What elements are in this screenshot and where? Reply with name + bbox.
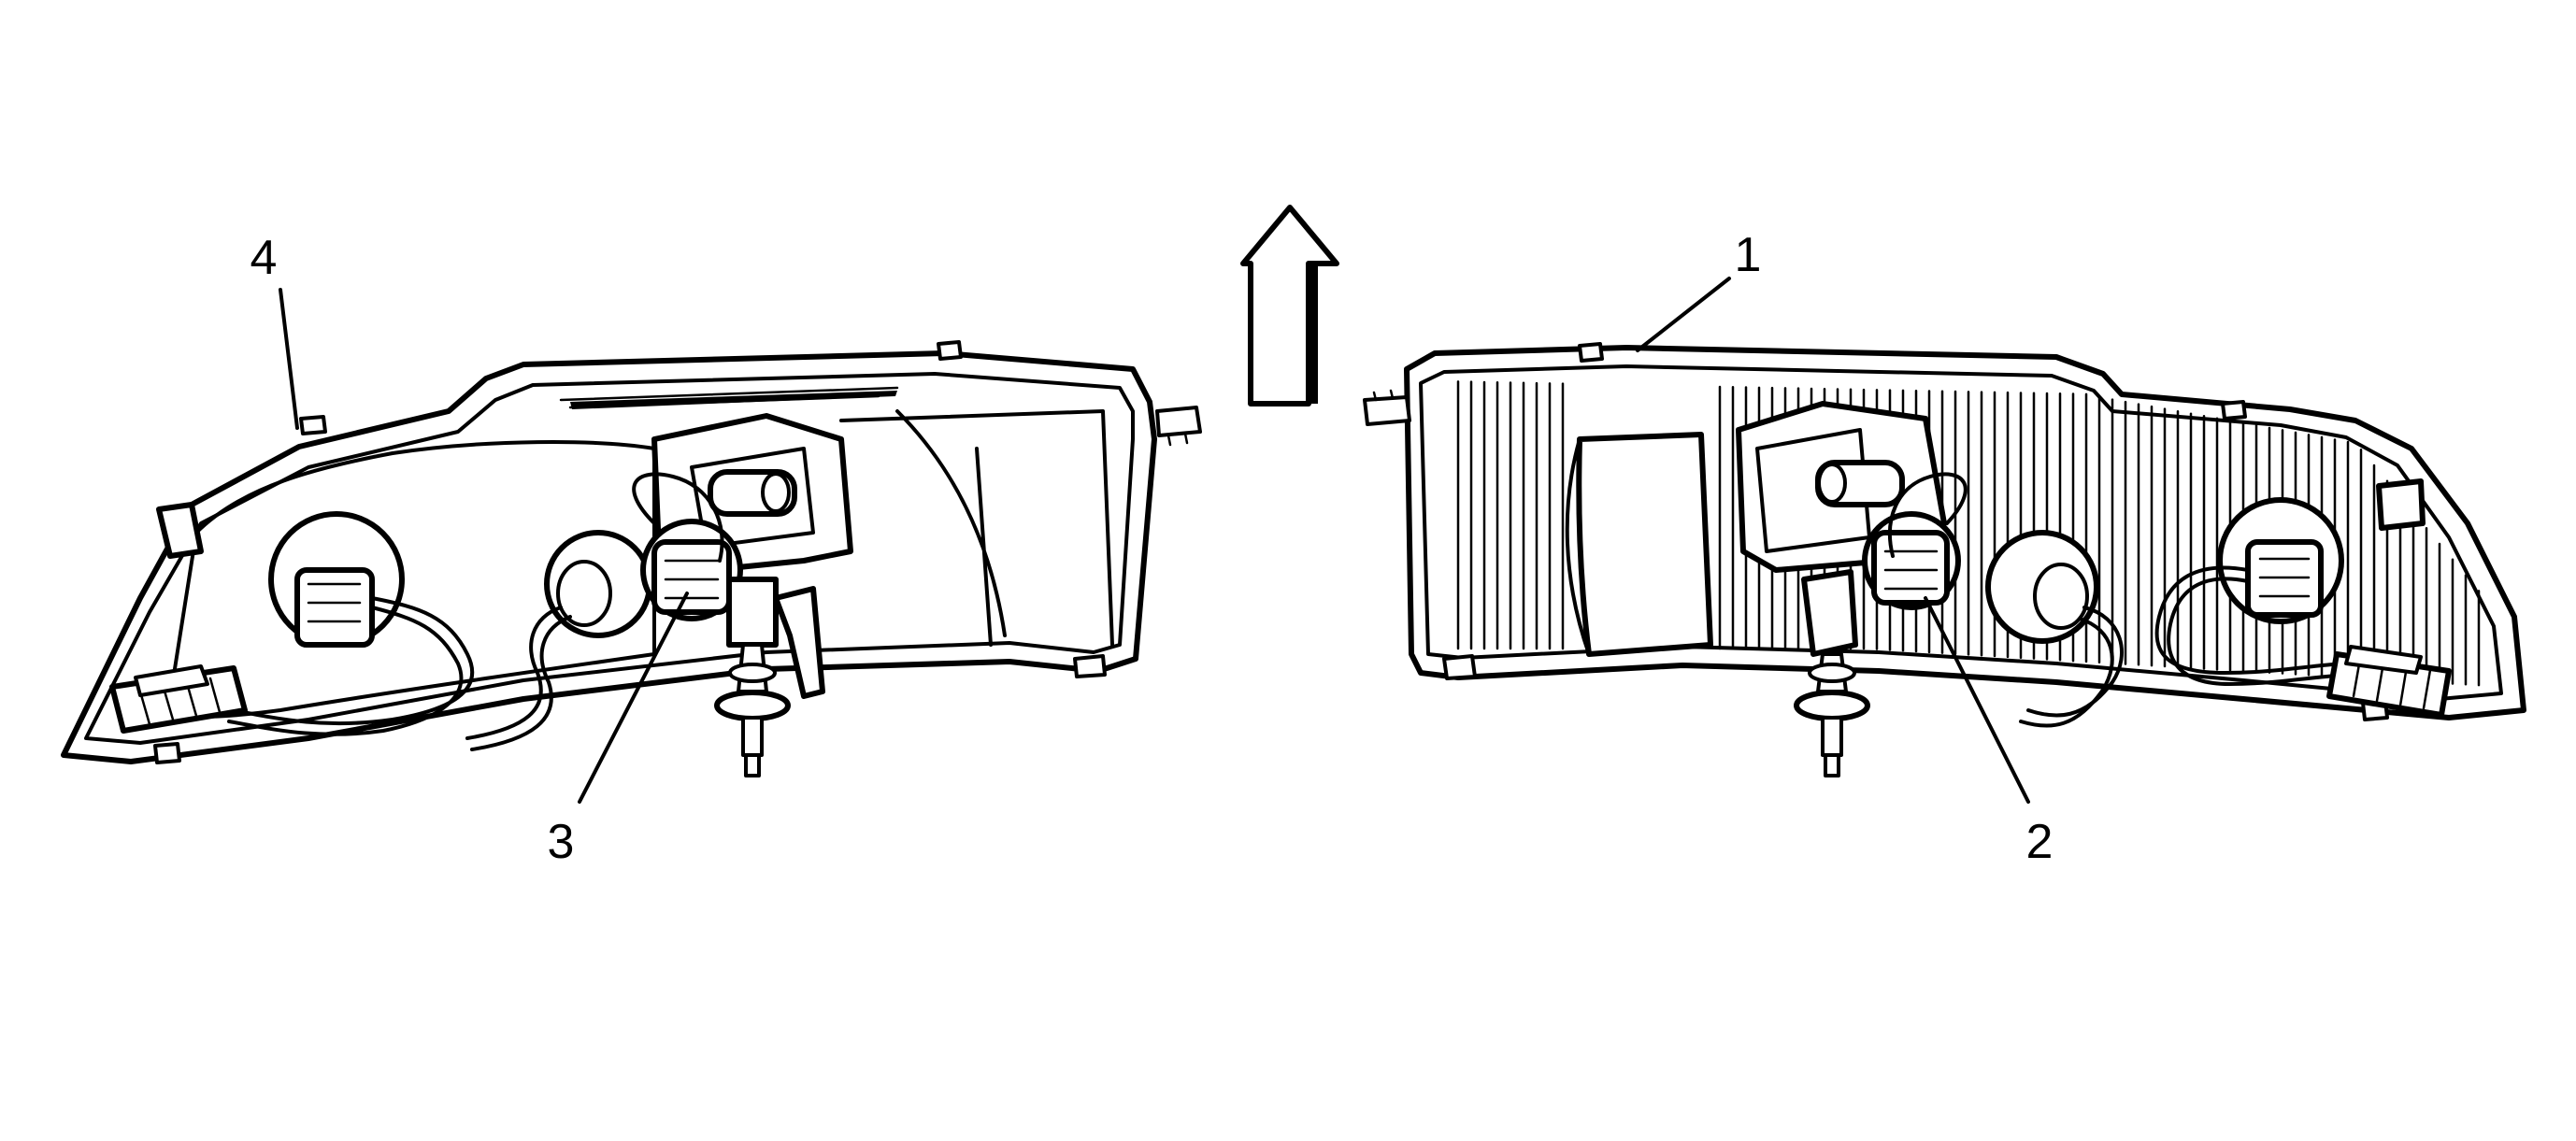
left-side-connector-pins <box>1166 432 1189 447</box>
left-mount-tab <box>156 502 204 559</box>
callout-3-label: 3 <box>548 815 575 869</box>
left-socket-wire-loop <box>632 472 724 563</box>
callout-2-leader <box>1924 596 2030 804</box>
left-connector-lock <box>134 664 209 697</box>
right-headlamp-assembly <box>1363 342 2526 777</box>
left-turn-wire-2 <box>470 615 572 751</box>
right-low-beam-socket <box>1871 530 1950 606</box>
left-removed-bulb-arm <box>773 586 825 699</box>
right-removed-bulb-arm <box>1801 569 1858 657</box>
right-top-clip-1 <box>1578 342 1604 363</box>
callout-2-label: 2 <box>2026 815 2054 869</box>
left-wire-harness-2 <box>227 606 464 736</box>
callout-1-label: 1 <box>1735 228 1762 282</box>
left-removed-bulb-stem <box>741 716 764 757</box>
up-arrow-icon <box>1240 205 1339 406</box>
left-top-clip-2 <box>937 340 963 361</box>
left-turn-socket-inner <box>556 560 612 627</box>
left-turn-wire <box>465 606 563 740</box>
right-bottom-left-clip <box>1442 654 1477 680</box>
left-removed-bulb-tip <box>744 753 761 777</box>
left-top-clip-1 <box>299 415 327 435</box>
right-adjuster-motor-end <box>1817 463 1847 504</box>
right-removed-bulb-flange <box>1794 690 1870 721</box>
left-adjuster-motor-end <box>761 472 791 513</box>
right-projector-window <box>1576 432 1713 657</box>
left-marker-socket-detail <box>307 582 362 623</box>
right-side-marker-mount <box>2376 478 2426 531</box>
right-connector-lock <box>2344 645 2423 675</box>
right-removed-bulb-tip <box>1824 753 1840 777</box>
right-marker-socket-detail <box>2258 557 2311 598</box>
left-side-connector <box>1155 406 1202 437</box>
callout-1-leader <box>1636 277 1731 352</box>
callout-leaders <box>279 277 2030 804</box>
left-marker-socket-body <box>294 567 375 648</box>
right-side-connector <box>1363 395 1411 426</box>
callout-4-label: 4 <box>250 231 278 285</box>
left-low-beam-socket-detail <box>664 559 720 600</box>
right-marker-wire-2 <box>2167 577 2359 686</box>
callout-3-leader <box>578 592 689 804</box>
callout-labels: 4 1 3 2 <box>250 228 2054 869</box>
left-removed-bulb-flange <box>714 690 791 721</box>
left-top-strip-dark <box>570 391 897 409</box>
left-bottom-clip <box>1073 654 1107 678</box>
left-housing-inner <box>84 372 1135 745</box>
left-bottom-clip-2 <box>153 742 181 764</box>
right-marker-wire <box>2154 565 2357 675</box>
left-removed-bulb-base <box>726 577 779 648</box>
right-side-connector-pins <box>1372 389 1395 402</box>
right-turn-wire <box>2026 606 2124 718</box>
callout-4-leader <box>279 288 299 430</box>
right-top-clip-2 <box>2221 400 2247 421</box>
left-low-beam-socket <box>651 539 732 615</box>
left-headlamp-assembly <box>61 340 1202 777</box>
right-removed-bulb-stem <box>1821 716 1843 757</box>
right-electrical-connector-ribs <box>2352 657 2432 710</box>
left-removed-bulb-collar <box>728 663 777 683</box>
right-turn-socket-inner <box>2033 563 2089 630</box>
right-turn-wire-2 <box>2019 617 2114 728</box>
right-socket-wire-loop <box>1887 472 1968 558</box>
right-housing-inner <box>1419 364 2503 701</box>
right-removed-bulb-collar <box>1808 663 1856 683</box>
left-electrical-connector-ribs <box>138 677 222 726</box>
right-projector-window-edge <box>1565 437 1591 656</box>
right-low-beam-socket-detail <box>1883 549 1939 591</box>
left-reflector-right <box>839 409 1114 647</box>
